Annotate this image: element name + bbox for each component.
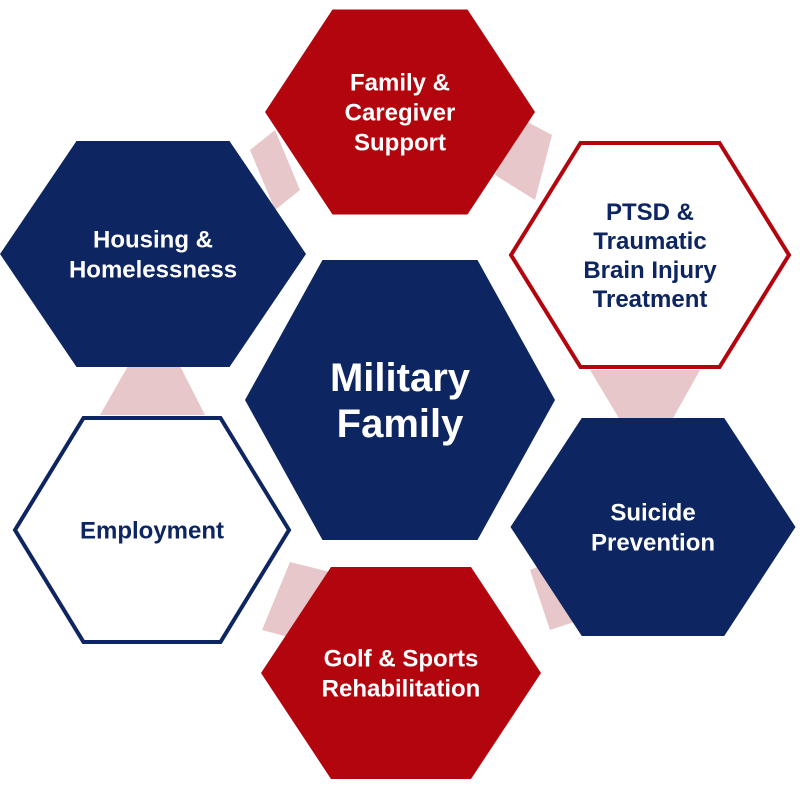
hex-family-caregiver-support-label-line: Support — [354, 129, 446, 156]
hex-employment-shape — [12, 416, 292, 644]
hex-housing-homelessness: Housing & Homelessness — [0, 141, 306, 367]
hex-golf-sports-rehabilitation-label-line: Golf & Sports — [324, 645, 479, 672]
connector-housing-family — [250, 130, 300, 210]
hex-golf-sports-rehabilitation-label-line: Rehabilitation — [322, 675, 481, 702]
hex-ptsd-tbi-treatment-label-line: Brain Injury — [583, 257, 717, 284]
hex-suicide-prevention-label-line: Suicide — [610, 499, 695, 526]
hex-suicide-prevention-shape — [510, 418, 796, 636]
hex-housing-homelessness-shape — [0, 141, 306, 367]
hex-ptsd-tbi-treatment-shape — [508, 141, 792, 369]
hex-golf-sports-rehabilitation-shape — [261, 567, 541, 779]
connector-employment-housing — [100, 366, 205, 415]
hex-ptsd-tbi-treatment-label-line: Treatment — [593, 286, 708, 313]
hex-ptsd-tbi-treatment-label-line: PTSD & — [606, 199, 694, 226]
hex-employment-label-line: Employment — [80, 517, 224, 544]
connector-family-ptsd — [495, 118, 552, 200]
hex-center-military-family-shape — [245, 260, 555, 540]
connector-golf-employment — [262, 562, 330, 640]
hex-employment: Employment — [12, 416, 292, 644]
hex-center-military-family-label-line: Military — [330, 356, 471, 400]
connector-ptsd-suicide — [590, 370, 700, 420]
hex-family-caregiver-support-shape — [265, 9, 535, 215]
connector-layer — [100, 118, 700, 640]
hex-suicide-prevention-label-line: Prevention — [591, 529, 715, 556]
hex-center-military-family-label-line: Family — [337, 402, 464, 446]
hex-family-caregiver-support-label-line: Caregiver — [345, 99, 456, 126]
hex-family-caregiver-support-label-line: Family & — [350, 69, 450, 96]
hex-housing-homelessness-label-line: Homelessness — [69, 256, 237, 283]
hex-housing-homelessness-label-line: Housing & — [93, 226, 213, 253]
hex-ptsd-tbi-treatment-label-line: Traumatic — [593, 228, 706, 255]
